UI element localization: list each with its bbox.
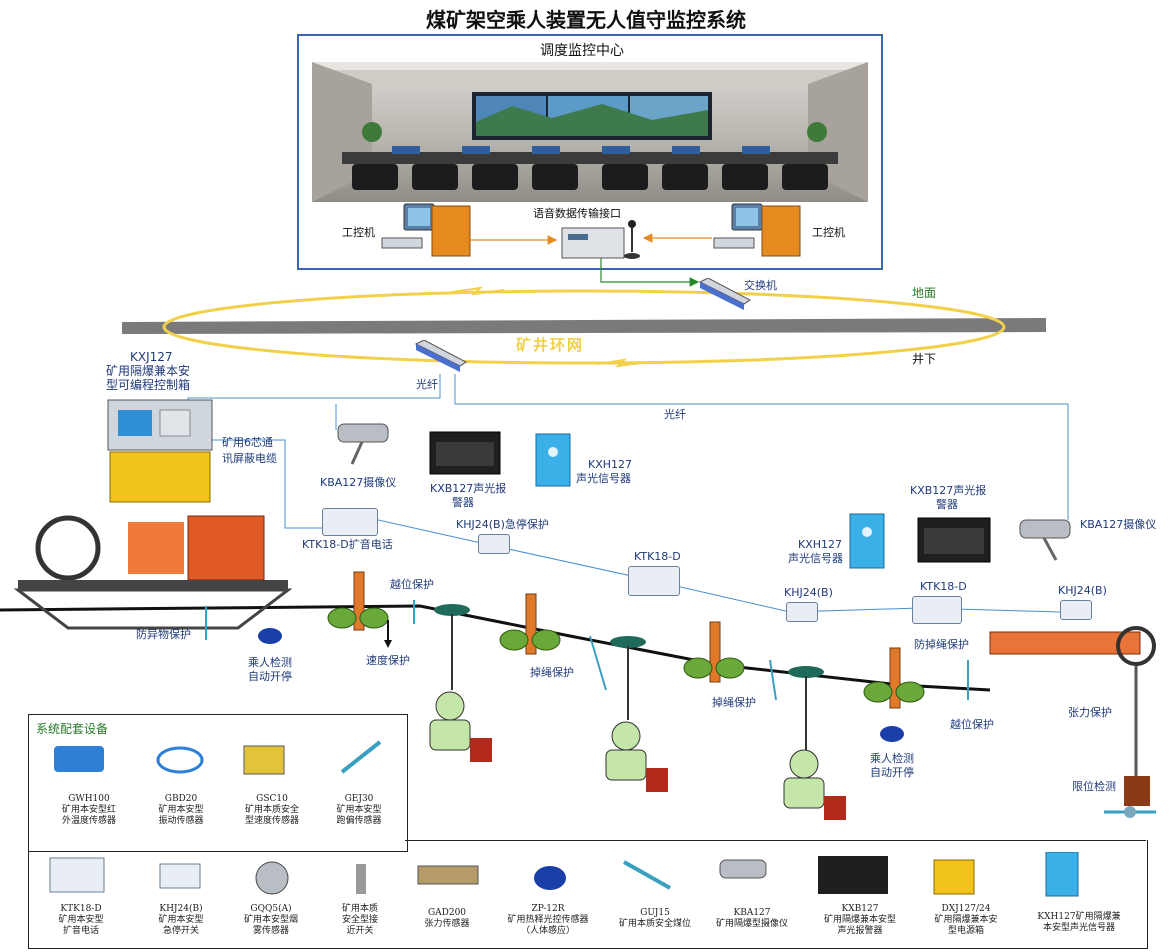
ktk-1-label: KTK18-D扩音电话 <box>302 538 393 551</box>
cable-label-2: 讯屏蔽电缆 <box>222 452 277 465</box>
rope-1-label: 掉绳保护 <box>530 666 574 679</box>
limit-label: 限位检测 <box>1072 780 1116 793</box>
speed-label: 速度保护 <box>366 654 410 667</box>
page-title: 煤矿架空乘人装置无人值守监控系统 <box>426 8 746 32</box>
camera-1-label: KBA127摄像仪 <box>320 476 397 489</box>
fiber-label-1: 光纤 <box>416 378 438 391</box>
voice-interface-icon <box>561 220 640 259</box>
khj-2-label: KHJ24(B) <box>784 586 833 599</box>
khj-stop-2 <box>786 602 818 622</box>
signal-1-label-1: KXH127 <box>588 458 633 471</box>
ktk-phone-3 <box>912 596 962 624</box>
overpos-2-label: 越位保护 <box>950 718 994 731</box>
plc-desc-2: 型可编程控制箱 <box>106 378 191 392</box>
legend-row2-icons <box>49 852 1079 897</box>
signal-2-icon <box>849 513 885 569</box>
ktk-phone-2 <box>628 566 680 596</box>
alarm-1-label-2: 警器 <box>452 496 474 509</box>
pc-right-icon <box>713 203 801 257</box>
legend-row1-icons <box>54 740 382 775</box>
khj-stop-1 <box>478 534 510 554</box>
alarm-1-icon <box>429 431 501 475</box>
signal-2-label-1: KXH127 <box>798 538 843 551</box>
mine-ring-label: 矿井环网 <box>516 336 585 354</box>
drive-unit-icon <box>13 515 293 630</box>
cable-label-1: 矿用6芯通 <box>222 436 273 449</box>
control-room-photo <box>312 62 868 202</box>
camera-2-icon <box>1019 519 1071 561</box>
plc-model: KXJ127 <box>130 350 173 364</box>
ktk-phone-1 <box>322 508 378 536</box>
overpos-1-label: 越位保护 <box>390 578 434 591</box>
legend-r2-item-3: GQQ5(A)矿用本安型烟雾传感器 <box>243 904 298 936</box>
fiber-label-2: 光纤 <box>664 408 686 421</box>
surface-label: 地面 <box>912 286 937 300</box>
legend-heading: 系统配套设备 <box>36 722 109 736</box>
ktk-3-label: KTK18-D <box>920 580 967 593</box>
switch-label: 交换机 <box>744 279 777 292</box>
control-room-image <box>312 62 868 202</box>
signal-1-icon <box>535 433 571 487</box>
foreign-object-label: 防异物保护 <box>136 628 191 641</box>
alarm-2-label-1: KXB127声光报 <box>910 484 987 497</box>
switch-underground-icon <box>414 340 467 372</box>
pc-left-label: 工控机 <box>342 226 375 239</box>
rope-2-label: 掉绳保护 <box>712 696 756 709</box>
control-center-heading: 调度监控中心 <box>540 43 624 59</box>
rider-1-label-2: 自动开停 <box>248 670 292 683</box>
pc-left-icon <box>381 203 471 257</box>
return-unit-icon <box>989 626 1156 806</box>
legend-box-upper <box>28 714 408 852</box>
switch-icon <box>698 278 751 310</box>
limit-sensor-icon <box>1104 806 1156 818</box>
khj-3-label: KHJ24(B) <box>1058 584 1107 597</box>
khj-stop-3 <box>1060 600 1092 620</box>
legend-divider <box>405 840 1146 841</box>
underground-label: 井下 <box>912 352 937 366</box>
pc-right-label: 工控机 <box>812 226 845 239</box>
plc-desc-1: 矿用隔爆兼本安 <box>106 364 191 378</box>
legend-r2-item-2: KHJ24(B)矿用本安型急停开关 <box>158 904 204 936</box>
rider-2-label-1: 乘人检测 <box>870 752 914 765</box>
signal-1-label-2: 声光信号器 <box>576 472 631 485</box>
legend-r2-item-11: KXH127矿用隔爆兼本安型声光信号器 <box>1037 912 1121 933</box>
legend-r2-item-4: 矿用本质安全型接近开关 <box>341 904 378 936</box>
alarm-2-icon <box>917 517 991 563</box>
rider-2-label-2: 自动开停 <box>870 766 914 779</box>
camera-1-icon <box>337 423 389 465</box>
voice-interface-label: 语音数据传输接口 <box>533 207 621 220</box>
alarm-2-label-2: 警器 <box>936 498 958 511</box>
ktk-2-label: KTK18-D <box>634 550 681 563</box>
legend-box-lower <box>28 840 1148 949</box>
anti-rope-label: 防掉绳保护 <box>914 638 969 651</box>
camera-2-label: KBA127摄像仪 <box>1080 518 1157 531</box>
signal-2-label-2: 声光信号器 <box>788 552 843 565</box>
tension-label: 张力保护 <box>1068 706 1112 719</box>
plc-cabinet-icon <box>107 399 213 503</box>
khj-1-label: KHJ24(B)急停保护 <box>456 518 549 531</box>
rider-1-label-1: 乘人检测 <box>248 656 292 669</box>
alarm-1-label-1: KXB127声光报 <box>430 482 507 495</box>
